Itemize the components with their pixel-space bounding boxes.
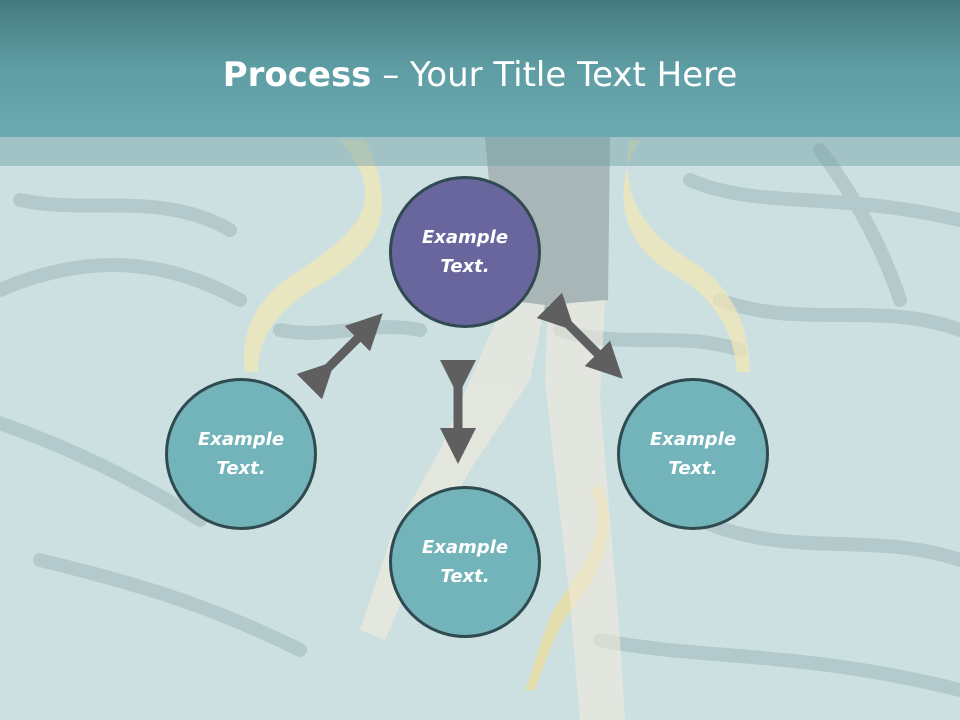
process-node-bottom: Example Text. xyxy=(389,486,541,638)
background-branches xyxy=(0,143,960,697)
double-arrow-left-top xyxy=(296,313,383,400)
title-rest: – Your Title Text Here xyxy=(371,55,738,95)
double-arrow-top-right xyxy=(536,292,623,379)
process-node-top: Example Text. xyxy=(389,176,541,328)
title-band xyxy=(0,137,960,166)
node-label-left: Example Text. xyxy=(197,429,285,479)
background-ribbons xyxy=(243,140,750,690)
title-bar xyxy=(0,0,960,137)
node-label-top: Example Text. xyxy=(421,227,509,277)
process-node-right: Example Text. xyxy=(617,378,769,530)
slide-title: Process – Your Title Text Here xyxy=(0,52,960,98)
title-strong: Process xyxy=(222,55,372,95)
node-label-bottom: Example Text. xyxy=(421,537,509,587)
node-label-right: Example Text. xyxy=(649,429,737,479)
process-node-left: Example Text. xyxy=(165,378,317,530)
